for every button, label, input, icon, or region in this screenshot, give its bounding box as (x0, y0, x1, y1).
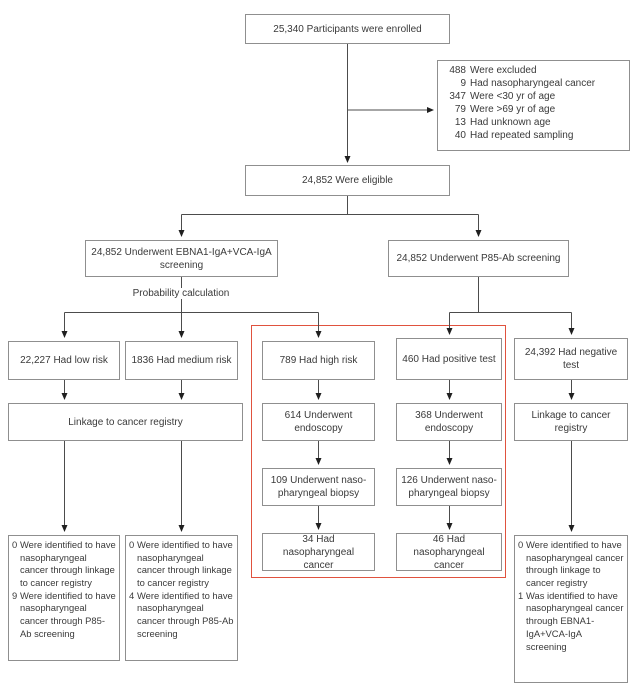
label: Were identified to have nasopharyngeal c… (137, 539, 233, 589)
count: 9 (12, 589, 18, 601)
count: 0 (129, 539, 135, 550)
box-linkage-right-text: Linkage to cancer registry (531, 410, 611, 434)
probability-calculation-label: Probability calculation (129, 288, 233, 299)
count: 4 (129, 589, 135, 601)
box-enrolled-text: 25,340 Participants were enrolled (273, 23, 422, 35)
box-biopsy-positive: 126 Underwent naso-pharyngeal biopsy (396, 468, 502, 506)
box-eligible: 24,852 Were eligible (245, 165, 450, 196)
highlight-outline (251, 325, 506, 578)
label: Had repeated sampling (470, 130, 574, 141)
excluded-line: 9 Had nasopharyngeal cancer (442, 77, 625, 90)
count: 79 (454, 104, 466, 115)
box-cancer-positive: 46 Had nasopharyngeal cancer (396, 533, 502, 571)
box-high-risk-text: 789 Had high risk (279, 355, 358, 366)
box-endoscopy-high-text: 614 Underwent endoscopy (284, 410, 353, 434)
box-linkage-right: Linkage to cancer registry (514, 403, 628, 441)
excluded-line: 40 Had repeated sampling (442, 129, 625, 142)
count: 1 (518, 589, 524, 601)
box-biopsy-high-text: 109 Underwent naso-pharyngeal biopsy (270, 475, 367, 499)
box-cancer-high-text: 34 Had nasopharyngeal cancer (282, 533, 355, 571)
box-screening-ebna: 24,852 Underwent EBNA1-IgA+VCA-IgA scree… (85, 240, 278, 277)
box-medium-risk-text: 1836 Had medium risk (131, 355, 232, 366)
label: Were identified to have nasopharyngeal c… (20, 589, 116, 639)
box-cancer-positive-text: 46 Had nasopharyngeal cancer (413, 533, 485, 571)
box-biopsy-positive-text: 126 Underwent naso-pharyngeal biopsy (401, 475, 497, 499)
box-biopsy-high: 109 Underwent naso-pharyngeal biopsy (262, 468, 375, 506)
box-excluded: 488 Were excluded 9 Had nasopharyngeal can… (437, 60, 630, 151)
box-endoscopy-positive: 368 Underwent endoscopy (396, 403, 502, 441)
count: 488 (449, 65, 466, 76)
excluded-line: 347 Were <30 yr of age (442, 90, 625, 103)
excluded-line: 13 Had unknown age (442, 116, 625, 129)
box-cancer-high: 34 Had nasopharyngeal cancer (262, 533, 375, 571)
count: 0 (518, 539, 524, 550)
box-negative-test-text: 24,392 Had negative test (524, 347, 618, 371)
count: 40 (454, 130, 466, 141)
label: Were identified to have nasopharyngeal c… (526, 539, 624, 589)
box-low-risk-text: 22,227 Had low risk (20, 355, 108, 366)
count: 347 (449, 91, 466, 102)
label: Had unknown age (470, 117, 551, 128)
box-eligible-text: 24,852 Were eligible (302, 175, 393, 186)
box-screening-ebna-text: 24,852 Underwent EBNA1-IgA+VCA-IgA scree… (91, 246, 272, 271)
excluded-line: 79 Were >69 yr of age (442, 103, 625, 116)
box-screening-p85-text: 24,852 Underwent P85-Ab screening (396, 253, 561, 264)
label: Were identified to have nasopharyngeal c… (137, 589, 234, 639)
excluded-line: 488 Were excluded (442, 64, 625, 77)
box-positive-test-text: 460 Had positive test (402, 353, 496, 365)
box-endoscopy-positive-text: 368 Underwent endoscopy (415, 410, 483, 434)
box-medium-risk: 1836 Had medium risk (125, 341, 238, 380)
label: Had nasopharyngeal cancer (470, 78, 596, 89)
label: Were identified to have nasopharyngeal c… (20, 539, 116, 589)
label: Were <30 yr of age (470, 91, 556, 102)
count: 9 (460, 78, 466, 89)
box-linkage-left-text: Linkage to cancer registry (68, 416, 183, 428)
box-low-risk: 22,227 Had low risk (8, 341, 120, 380)
box-endoscopy-high: 614 Underwent endoscopy (262, 403, 375, 441)
box-high-risk: 789 Had high risk (262, 341, 375, 380)
label: Were >69 yr of age (470, 104, 556, 115)
box-negative-test: 24,392 Had negative test (514, 338, 628, 380)
box-linkage-left: Linkage to cancer registry (8, 403, 243, 441)
box-screening-p85: 24,852 Underwent P85-Ab screening (388, 240, 569, 277)
label: Was identified to have nasopharyngeal ca… (526, 589, 624, 652)
count: 0 (12, 539, 18, 550)
box-enrolled: 25,340 Participants were enrolled (245, 14, 450, 44)
label: Were excluded (470, 65, 537, 76)
box-positive-test: 460 Had positive test (396, 338, 502, 380)
count: 13 (454, 117, 466, 128)
